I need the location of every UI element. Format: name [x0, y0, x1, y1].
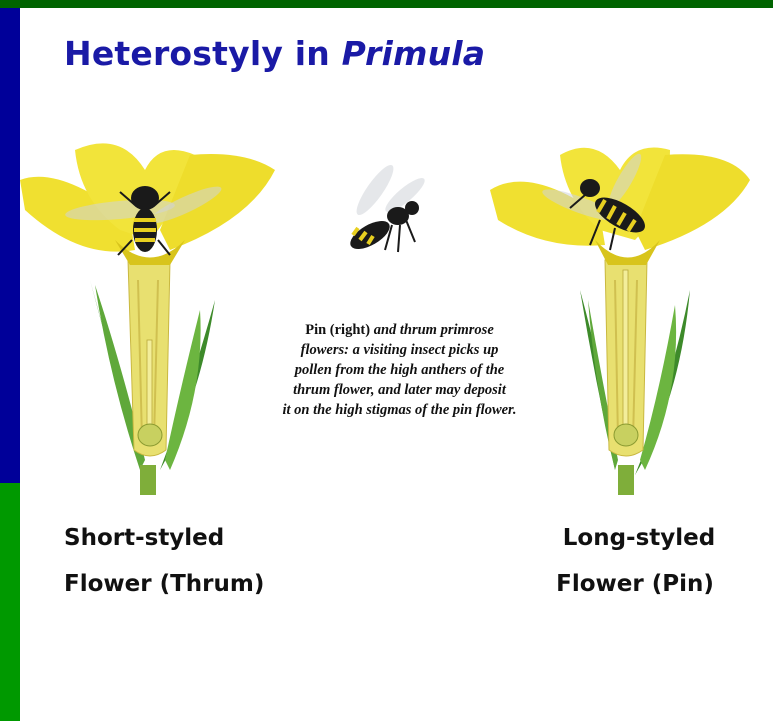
- thrum-ovary: [138, 424, 162, 446]
- thrum-label-line1: Short-styled: [64, 522, 264, 554]
- pin-style: [623, 270, 628, 430]
- thrum-style: [147, 340, 152, 430]
- title-genus: Primula: [342, 34, 486, 73]
- flying-insect: [346, 161, 429, 255]
- top-border-bar: [0, 0, 773, 8]
- caption-pin: Pin: [305, 322, 326, 338]
- caption-line4: thrum flower, and later may deposit: [293, 382, 506, 398]
- side-border-green: [0, 483, 20, 721]
- thrum-sepal-right2: [165, 310, 201, 470]
- side-border-blue: [0, 8, 20, 483]
- thrum-label: Short-styled Flower (Thrum): [64, 522, 264, 600]
- illustration-caption: Pin (right) and thrum primrose flowers: …: [222, 320, 577, 420]
- caption-line2: flowers: a visiting insect picks up: [301, 342, 499, 358]
- caption-line3: pollen from the high anthers of the: [295, 362, 504, 378]
- slide-title: Heterostyly in Primula: [64, 34, 485, 73]
- pin-label-line2: Flower (Pin): [535, 568, 735, 600]
- pin-stem: [618, 465, 634, 495]
- pin-ovary: [614, 424, 638, 446]
- thrum-stem: [140, 465, 156, 495]
- pin-label-line1: Long-styled: [543, 522, 735, 554]
- primula-illustration: [20, 110, 773, 510]
- pin-label: Long-styled Flower (Pin): [535, 522, 735, 600]
- title-prefix: Heterostyly in: [64, 34, 342, 73]
- caption-line1-rest: and thrum primrose: [374, 322, 494, 338]
- thrum-label-line2: Flower (Thrum): [64, 568, 264, 600]
- caption-right: (right): [330, 322, 370, 338]
- caption-line5: it on the high stigmas of the pin flower…: [282, 402, 516, 418]
